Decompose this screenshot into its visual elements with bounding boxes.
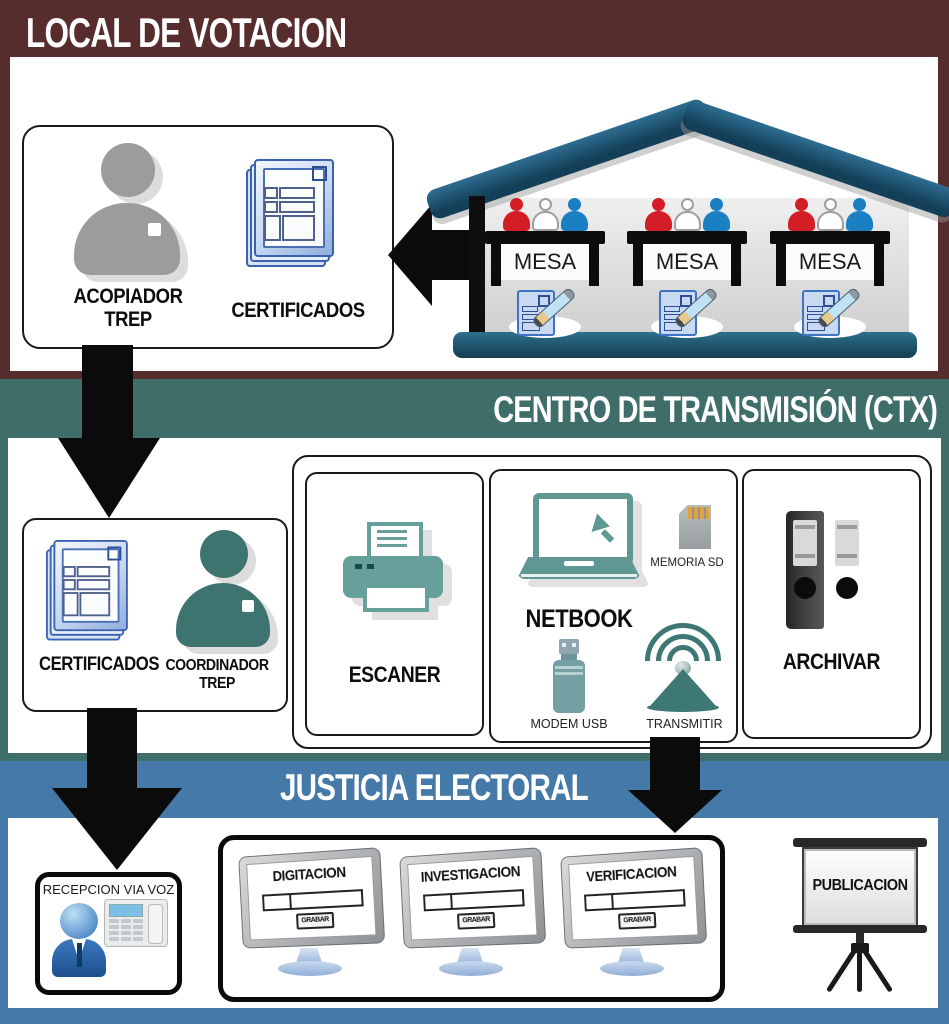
mesa-group: MESA [768,198,892,338]
grabar-button: GRABAR [617,911,657,930]
publicacion-label: PUBLICACION [812,877,908,894]
archivar-label: ARCHIVAR [782,649,881,674]
monitor-verificacion: VERIFICACION GRABAR [560,847,710,984]
mesa-label: MESA [786,244,874,280]
monitor-label: VERIFICACION [585,863,677,886]
arrow-house-to-acopiador [388,204,474,306]
local-section-title: LOCAL DE VOTACION [26,9,347,56]
telephone-icon [104,899,168,947]
mesa-table [627,231,747,244]
voting-house-icon: MESA MESA [424,86,949,366]
grabar-button: GRABAR [456,911,496,930]
escaner-box: ESCANER [305,472,484,736]
printer-icon [343,522,443,622]
monitor-investigacion: INVESTIGACION GRABAR [399,847,549,984]
monitor-stand [618,948,644,963]
mesa-table [770,231,890,244]
mesa-group: MESA [483,198,607,338]
binder-blue-icon [828,511,866,629]
ctx-equipment-box: ESCANER NETBOOK MEMORIA SD MODEM USB [292,455,932,749]
recepcion-via-voz-box: RECEPCION VIA VOZ [35,872,182,995]
modem-usb-label: MODEM USB [530,717,608,731]
usb-modem-icon [547,639,591,713]
acopiador-label: ACOPIADOR TREP [73,285,183,331]
publicacion-projection-screen: PUBLICACION [793,838,927,993]
grabar-button: GRABAR [295,911,335,930]
certificados-label: CERTIFICADOS [38,654,160,675]
ctx-section-title: CENTRO DE TRANSMISIÓN (CTX) [493,389,938,430]
arrow-ctx-to-recepcion [52,708,182,870]
ballot-pencil-icon [509,286,581,338]
monitor-label: DIGITACION [272,863,347,886]
certificados-docs-icon [246,159,334,267]
tripod-leg [859,944,894,993]
transmitir-label: TRANSMITIR [646,717,723,731]
monitor-stand [296,948,322,963]
binder-black-icon [786,511,824,629]
monitor-input-field [262,889,364,912]
mesa-group: MESA [625,198,749,338]
arrow-local-to-ctx [58,345,160,518]
arrow-ctx-to-justicia [628,737,722,833]
justicia-monitors-box: DIGITACION GRABAR INVESTIGACION GRABAR V… [218,835,725,1002]
tripod-leg [825,944,860,993]
archivar-box: ARCHIVAR [742,469,921,739]
mesa-voters-icons [483,198,607,232]
memoria-sd-label: MEMORIA SD [650,557,724,569]
netbook-label: NETBOOK [525,605,633,633]
tripod-leg [857,946,862,992]
monitor-input-field [584,889,686,912]
house-door-edge [469,196,485,346]
mesa-voters-icons [625,198,749,232]
acopiador-trep-box: ACOPIADOR TREP CERTIFICADOS [22,125,394,349]
mesa-label: MESA [501,244,589,280]
escaner-label: ESCANER [348,662,441,687]
mesa-table [485,231,605,244]
coordinador-person-icon [166,530,280,655]
laptop-icon [517,493,641,587]
monitor-input-field [423,889,525,912]
monitor-stand [457,948,483,963]
ballot-pencil-icon [651,286,723,338]
monitor-label: INVESTIGACION [420,862,521,886]
transmit-antenna-icon [637,621,729,713]
ctx-certificados-coordinador-box: CERTIFICADOS COORDINADOR TREP [22,518,288,712]
mesa-voters-icons [768,198,892,232]
acopiador-person-icon [62,143,192,285]
monitor-digitacion: DIGITACION GRABAR [238,847,388,984]
netbook-box: NETBOOK MEMORIA SD MODEM USB TRANSMITIR [489,469,738,743]
coordinador-label: COORDINADOR TREP [165,657,269,692]
sd-card-icon [679,505,711,549]
operator-person-icon [52,903,106,977]
recepcion-label: RECEPCION VIA VOZ [42,882,175,897]
ballot-pencil-icon [794,286,866,338]
certificados-label: CERTIFICADOS [231,299,365,322]
certificados-docs-icon [46,540,128,641]
mesa-label: MESA [643,244,731,280]
justicia-section-title: JUSTICIA ELECTORAL [280,767,589,808]
